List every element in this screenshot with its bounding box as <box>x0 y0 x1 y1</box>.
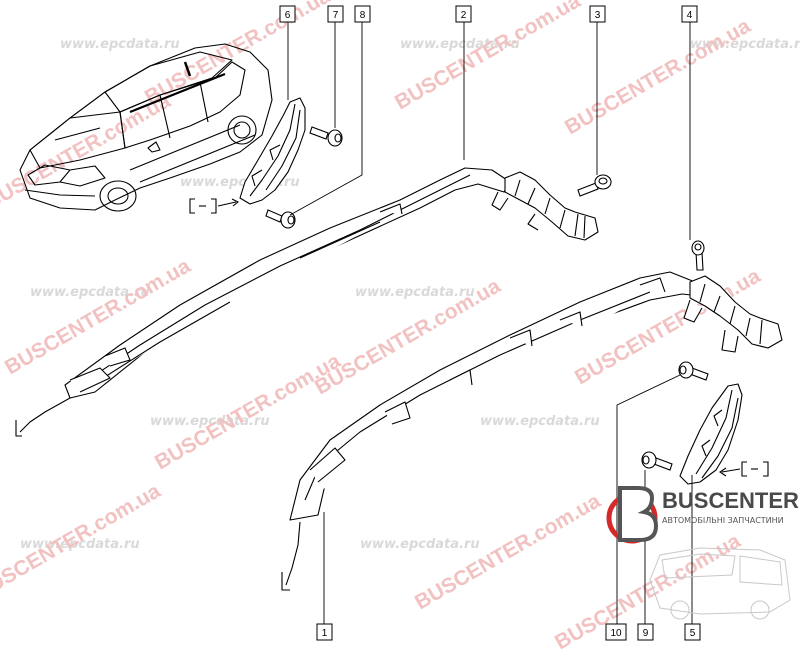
callout-3: 3 <box>589 5 606 23</box>
watermark-epcdata: www.epcdata.ru <box>30 285 150 300</box>
watermark-buscenter: BUSCENTER.com.ua <box>141 0 335 109</box>
watermark-epcdata: www.epcdata.ru <box>400 37 520 52</box>
buscenter-logo-emblem <box>606 486 659 544</box>
callout-4-label: 4 <box>687 10 693 21</box>
deflector-bracket-upper <box>239 97 306 205</box>
bolt-9 <box>641 451 673 471</box>
callout-3-label: 3 <box>595 10 601 21</box>
callout-10: 10 <box>605 623 627 641</box>
logo-subtitle: АВТОМОБІЛЬНІ ЗАПЧАСТИНИ <box>662 516 784 525</box>
callout-2-label: 2 <box>461 10 467 21</box>
callout-6-label: 6 <box>285 10 291 21</box>
callout-7-label: 7 <box>333 10 339 21</box>
callout-1: 1 <box>316 623 333 641</box>
bolt-3 <box>577 174 612 197</box>
car-illustration <box>19 43 273 212</box>
watermark-buscenter: BUSCENTER.com.ua <box>561 14 755 139</box>
callout-1-label: 1 <box>322 628 328 639</box>
leader-lines <box>287 22 693 624</box>
bolt-10 <box>678 361 709 381</box>
watermark-buscenter: BUSCENTER.com.ua <box>391 0 585 114</box>
callout-7: 7 <box>327 5 344 23</box>
watermark-epcdata: www.epcdata.ru <box>60 37 180 52</box>
deflector-bracket-lower <box>679 383 743 485</box>
callout-6: 6 <box>279 5 296 23</box>
watermark-epcdata: www.epcdata.ru <box>20 537 140 552</box>
logo-name: BUSCENTER <box>662 488 799 513</box>
callout-9: 9 <box>637 623 654 641</box>
callout-5-label: 5 <box>690 628 696 639</box>
buscenter-logo: BUSCENTER АВТОМОБІЛЬНІ ЗАПЧАСТИНИ <box>606 486 799 620</box>
callout-5: 5 <box>684 623 701 641</box>
watermark-epcdata: www.epcdata.ru <box>480 414 600 429</box>
clip-symbol-upper <box>189 198 240 214</box>
watermark-epcdata: www.epcdata.ru <box>360 537 480 552</box>
watermark-buscenter: BUSCENTER.com.ua <box>151 349 345 474</box>
bolt-4 <box>691 240 705 271</box>
callout-8: 8 <box>354 5 371 23</box>
bolt-8 <box>265 209 296 229</box>
watermark-epcdata: www.epcdata.ru <box>355 285 475 300</box>
callout-10-label: 10 <box>610 628 622 639</box>
bus-sketch <box>649 547 791 620</box>
watermark-epcdata: www.epcdata.ru <box>690 37 800 52</box>
curtain-airbag-left <box>15 167 599 437</box>
watermark-epcdata: www.epcdata.ru <box>150 414 270 429</box>
callout-2: 2 <box>455 5 472 23</box>
callout-8-label: 8 <box>360 10 366 21</box>
bolt-7 <box>309 126 343 147</box>
callout-4: 4 <box>681 5 698 23</box>
clip-symbol-lower <box>719 461 769 477</box>
callout-9-label: 9 <box>643 628 649 639</box>
curtain-airbag-right <box>281 271 783 591</box>
